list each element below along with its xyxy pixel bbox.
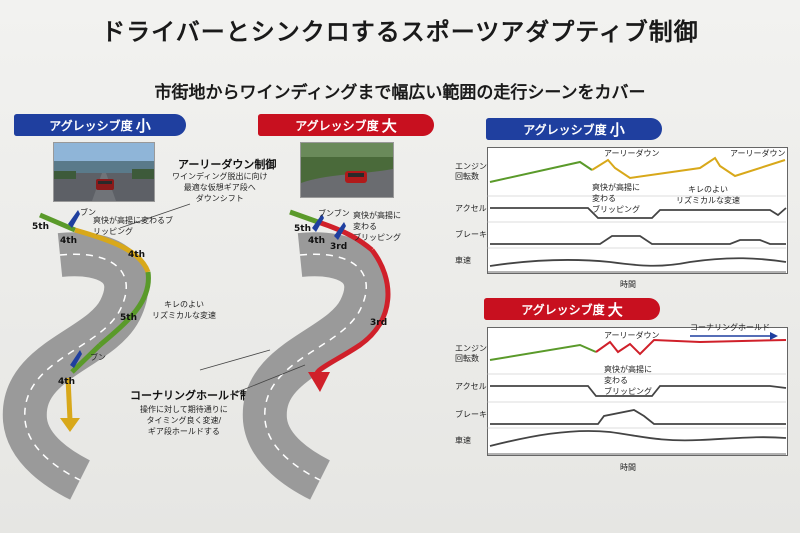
chart-large-badge: アグレッシブ度 大 — [484, 298, 660, 320]
cornering-hold-title: コーナリングホールド制御 — [130, 389, 262, 402]
annotation-early-down: アーリーダウン — [604, 149, 660, 158]
badge-label: アグレッシブ度 — [295, 118, 379, 133]
badge-level: 小 — [609, 120, 625, 139]
annotation-cornering-hold: コーナリングホールド — [690, 323, 770, 332]
annotation-early-down: アーリーダウン — [730, 149, 786, 158]
sound-label: ブン — [90, 353, 106, 362]
cornering-hold-desc: 操作に対して期待通りに タイミング良く変速/ ギア段ホールドする — [140, 405, 228, 436]
gear-label: 5th — [120, 313, 137, 323]
gear-label: 4th — [60, 236, 77, 246]
chart-large-box — [487, 327, 788, 456]
page-title: ドライバーとシンクロするスポーツアダプティブ制御 — [101, 18, 699, 46]
row-label-accel: アクセル — [455, 204, 487, 213]
crisp-shift-desc: キレのよい リズミカルな変速 — [152, 300, 216, 320]
row-label-speed: 車速 — [455, 436, 471, 445]
sound-label: ブンブン — [318, 209, 350, 218]
row-label-rpm: エンジン 回転数 — [455, 344, 487, 363]
row-label-speed: 車速 — [455, 256, 471, 265]
annotation-early-down: アーリーダウン — [604, 331, 660, 340]
badge-level: 大 — [607, 300, 623, 319]
row-label-accel: アクセル — [455, 382, 487, 391]
chart-small-badge: アグレッシブ度 小 — [486, 118, 662, 140]
early-down-desc: ワインディング脱出に向け 最適な仮想ギア段へ ダウンシフト — [172, 172, 268, 203]
annotation-crisp: キレのよい リズミカルな変速 — [676, 185, 740, 205]
badge-level: 大 — [381, 116, 397, 135]
x-axis-label: 時間 — [620, 280, 636, 289]
page-subtitle: 市街地からワインディングまで幅広い範囲の走行シーンをカバー — [154, 83, 646, 103]
photo-winding-car — [300, 142, 394, 198]
gear-label: 4th — [308, 236, 325, 246]
badge-aggressive-large: アグレッシブ度 大 — [258, 114, 434, 136]
gear-label: 5th — [32, 222, 49, 232]
annotation-blip: 爽快が高揚に 変わる ブリッピング — [592, 183, 640, 214]
row-label-brake: ブレーキ — [455, 230, 487, 239]
gear-label: 5th — [294, 224, 311, 234]
photo-highway-car — [53, 142, 155, 202]
blip-desc: 爽快が高揚に 変わる ブリッピング — [353, 211, 401, 242]
annotation-blip: 爽快が高揚に 変わる ブリッピング — [604, 365, 652, 396]
badge-label: アグレッシブ度 — [49, 118, 133, 133]
badge-level: 小 — [135, 116, 151, 135]
badge-aggressive-small: アグレッシブ度 小 — [14, 114, 186, 136]
gear-label: 3rd — [330, 242, 348, 252]
row-label-brake: ブレーキ — [455, 410, 487, 419]
gear-label: 4th — [58, 377, 75, 387]
early-down-title: アーリーダウン制御 — [178, 158, 277, 171]
gear-label: 4th — [128, 250, 145, 260]
row-label-rpm: エンジン 回転数 — [455, 162, 487, 181]
sound-label: ブン — [80, 208, 96, 217]
badge-label: アグレッシブ度 — [521, 302, 605, 317]
badge-label: アグレッシブ度 — [523, 122, 607, 137]
blip-desc: 爽快が高揚に変わるブ リッピング — [93, 216, 173, 236]
gear-label: 3rd — [370, 318, 388, 328]
x-axis-label: 時間 — [620, 463, 636, 472]
